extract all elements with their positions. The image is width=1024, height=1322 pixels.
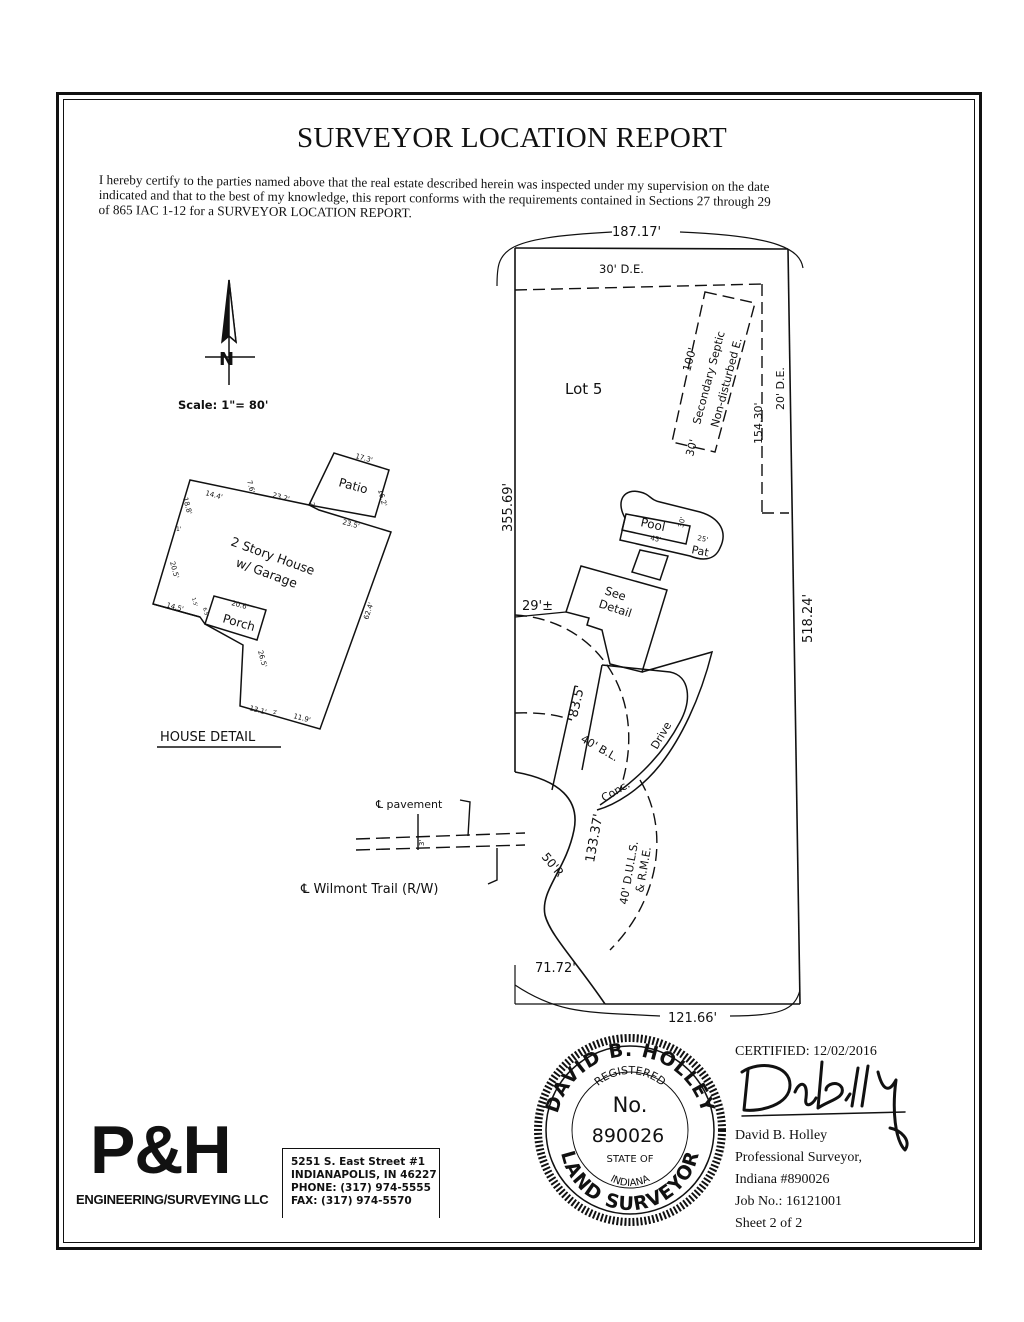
top-dimension: 187.17' bbox=[612, 225, 661, 240]
seal-no: No. bbox=[613, 1093, 648, 1117]
dim-14-4: 14.4' bbox=[204, 489, 223, 501]
seal-state-of: STATE OF bbox=[607, 1154, 654, 1165]
dim-7-6: 7.6' bbox=[245, 479, 256, 494]
dim-20-6: 20.6' bbox=[230, 599, 249, 611]
company-subtitle: ENGINEERING/SURVEYING LLC bbox=[76, 1192, 269, 1207]
house-detail-title: HOUSE DETAIL bbox=[160, 730, 256, 745]
pool-43: 43' bbox=[650, 534, 662, 544]
road-label: ℄ Wilmont Trail (R/W) bbox=[300, 882, 438, 897]
septic-154: 154.30' bbox=[752, 402, 765, 444]
pool-30: 30' bbox=[677, 516, 687, 528]
lot-boundary bbox=[514, 247, 801, 1005]
offset-29: 29'± bbox=[522, 599, 553, 614]
dim-6-5: 6.5' bbox=[201, 607, 209, 618]
arc-133: 133.37' bbox=[583, 813, 606, 864]
dimension-arrows bbox=[496, 231, 804, 1017]
north-arrow-icon bbox=[205, 279, 255, 385]
sheet-number: Sheet 2 of 2 bbox=[735, 1216, 803, 1231]
surveyor-seal-icon: DAVID B. HOLLEY LAND SURVEYOR REGISTERED… bbox=[534, 1034, 726, 1226]
address-line-2: INDIANAPOLIS, IN 46227 bbox=[291, 1169, 437, 1181]
easement-lines bbox=[514, 283, 789, 514]
dim-23-2: 23.2' bbox=[271, 491, 290, 503]
right-dimension: 518.24' bbox=[801, 594, 816, 643]
pat-label: Pat bbox=[690, 543, 710, 559]
lot-label: Lot 5 bbox=[565, 380, 602, 398]
dim-2: 2' bbox=[308, 502, 316, 509]
house-detail-outline bbox=[152, 452, 392, 730]
detail-label-2: Detail bbox=[597, 597, 634, 621]
dim-1: 1' bbox=[176, 526, 182, 533]
road-centerline bbox=[355, 799, 526, 885]
radius-50: 50'R bbox=[539, 850, 567, 880]
surveyor-info: David B. Holley Professional Surveyor, I… bbox=[735, 1125, 862, 1235]
patio-label: Patio bbox=[337, 475, 369, 496]
drive-83: 83.5' bbox=[566, 684, 588, 719]
dim-2b: 2' bbox=[273, 710, 278, 716]
dim-13-1: 13.1' bbox=[248, 704, 267, 716]
conc-label: Conc. bbox=[599, 778, 632, 805]
right-easement: 20' D.E. bbox=[774, 367, 787, 410]
dim-71: 71.72' bbox=[535, 961, 576, 976]
certified-date: CERTIFIED: 12/02/2016 bbox=[735, 1044, 877, 1059]
job-number: Job No.: 16121001 bbox=[735, 1194, 842, 1209]
report-title: SURVEYOR LOCATION REPORT bbox=[296, 122, 728, 154]
pavement-label: ℄ pavement bbox=[375, 798, 443, 811]
building-line-arc bbox=[514, 614, 630, 791]
inner-border bbox=[63, 99, 975, 1243]
company-logo: P&H bbox=[90, 1112, 232, 1188]
dim-20-5: 20.5' bbox=[168, 560, 180, 579]
drive-label: Drive bbox=[648, 719, 674, 751]
row-arc bbox=[609, 779, 658, 951]
detail-label-1: See bbox=[603, 584, 628, 604]
scale-label: Scale: 1"= 80' bbox=[178, 398, 268, 412]
bottom-dimension: 121.66' bbox=[668, 1011, 717, 1026]
north-letter: N bbox=[219, 349, 234, 370]
seal-number: 890026 bbox=[592, 1125, 665, 1147]
bl-label: 40' B.L. bbox=[579, 732, 621, 764]
driveway bbox=[551, 650, 714, 811]
dim-23-5: 23.5' bbox=[341, 518, 360, 530]
company-address: 5251 S. East Street #1 INDIANAPOLIS, IN … bbox=[282, 1148, 440, 1218]
house-footprint bbox=[565, 565, 668, 673]
surveyor-name: David B. Holley bbox=[735, 1128, 828, 1143]
pat-25: 25' bbox=[697, 534, 709, 544]
outer-border bbox=[56, 92, 982, 1250]
dim-26-5: 26.5' bbox=[256, 649, 268, 668]
top-easement: 30' D.E. bbox=[599, 262, 644, 276]
pavement-offset: 3' bbox=[418, 840, 426, 846]
septic-100: 100' bbox=[680, 346, 699, 373]
surveyor-title: Professional Surveyor, bbox=[735, 1150, 862, 1165]
pool-label: Pool bbox=[639, 515, 666, 534]
left-dimension: 355.69' bbox=[501, 483, 516, 532]
surveyor-license: Indiana #890026 bbox=[735, 1172, 830, 1187]
dim-1-5: 1.5' bbox=[190, 597, 198, 608]
septic-30: 30' bbox=[683, 438, 700, 458]
address-phone: PHONE: (317) 974-5555 bbox=[291, 1182, 431, 1194]
dim-14-5: 14.5' bbox=[165, 601, 184, 613]
signature-icon bbox=[740, 1060, 909, 1152]
address-fax: FAX: (317) 974-5570 bbox=[291, 1195, 412, 1207]
pool-patio bbox=[619, 490, 724, 581]
address-line-1: 5251 S. East Street #1 bbox=[291, 1156, 426, 1168]
